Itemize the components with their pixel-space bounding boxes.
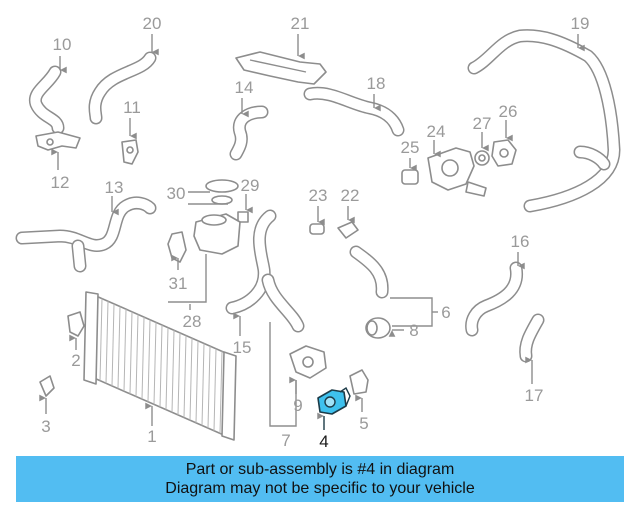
callout-14: 14 bbox=[235, 78, 254, 97]
radiator-fin bbox=[201, 343, 205, 426]
part-1-radiator bbox=[83, 291, 237, 441]
radiator-fin bbox=[171, 330, 175, 413]
radiator-fin bbox=[129, 311, 133, 394]
callout-17: 17 bbox=[525, 386, 544, 405]
callout-8: 8 bbox=[409, 321, 418, 340]
part-12-bracket bbox=[35, 131, 81, 151]
part-27-ring bbox=[474, 150, 490, 166]
part-26-flange bbox=[491, 139, 517, 167]
callout-29: 29 bbox=[241, 176, 260, 195]
parts-diagram: 10 20 11 12 21 14 18 19 24 25 27 26 13 3… bbox=[15, 14, 621, 451]
part-30-cap bbox=[205, 179, 239, 205]
radiator-fin bbox=[111, 303, 115, 386]
radiator-fins bbox=[99, 298, 223, 434]
callout-28: 28 bbox=[183, 312, 202, 331]
part-9-flange bbox=[289, 345, 327, 379]
callout-24: 24 bbox=[427, 122, 446, 141]
part-29-sensor bbox=[237, 211, 249, 223]
callout-12: 12 bbox=[51, 173, 70, 192]
callout-25: 25 bbox=[401, 138, 420, 157]
callout-16: 16 bbox=[511, 232, 530, 251]
callout-labels: 10 20 11 12 21 14 18 19 24 25 27 26 13 3… bbox=[41, 14, 589, 451]
radiator-fin bbox=[159, 324, 163, 408]
radiator-fin bbox=[147, 319, 151, 402]
part-23-plug bbox=[309, 223, 325, 235]
expansion-tank bbox=[193, 213, 241, 255]
callout-2: 2 bbox=[71, 351, 80, 370]
radiator-fin bbox=[177, 332, 181, 415]
callout-26: 26 bbox=[499, 102, 518, 121]
radiator-fin bbox=[153, 322, 157, 405]
radiator-fin bbox=[165, 327, 169, 410]
radiator-fin bbox=[123, 309, 127, 392]
part-5-sensor bbox=[349, 369, 369, 395]
part-24-housing bbox=[427, 147, 487, 197]
part-20-hose bbox=[88, 51, 157, 125]
callout-20: 20 bbox=[143, 14, 162, 33]
callout-27: 27 bbox=[473, 114, 492, 133]
callout-18: 18 bbox=[367, 74, 386, 93]
radiator-fin bbox=[207, 346, 211, 429]
info-banner: Part or sub-assembly is #4 in diagram Di… bbox=[16, 456, 624, 502]
part-4-highlighted[interactable] bbox=[317, 386, 351, 415]
callout-7: 7 bbox=[281, 431, 290, 450]
callout-23: 23 bbox=[309, 186, 328, 205]
part-17-hose bbox=[519, 313, 545, 363]
radiator-fin bbox=[213, 348, 217, 431]
part-18-hose bbox=[303, 86, 405, 137]
radiator-fin bbox=[99, 298, 103, 381]
radiator-fin bbox=[219, 351, 223, 434]
radiator-fin bbox=[195, 340, 199, 423]
part-14-hose bbox=[229, 105, 269, 161]
callout-15: 15 bbox=[233, 338, 252, 357]
radiator-fin bbox=[141, 317, 145, 400]
callout-19: 19 bbox=[571, 14, 590, 33]
callout-13: 13 bbox=[105, 178, 124, 197]
part-8-connector bbox=[365, 317, 391, 339]
part-13-pipe bbox=[15, 196, 157, 273]
part-16-hose bbox=[465, 261, 524, 337]
part-15-hose bbox=[225, 209, 305, 333]
leader-lines bbox=[39, 34, 585, 430]
callout-1: 1 bbox=[147, 427, 156, 446]
callout-22: 22 bbox=[341, 186, 360, 205]
banner-disclaimer-line: Diagram may not be specific to your vehi… bbox=[165, 480, 475, 497]
part-2-bracket bbox=[67, 311, 85, 337]
part-3-mount bbox=[39, 375, 55, 397]
radiator-fin bbox=[183, 335, 187, 418]
callout-21: 21 bbox=[291, 14, 310, 33]
callout-4: 4 bbox=[319, 432, 328, 451]
callout-30: 30 bbox=[167, 184, 186, 203]
part-11-sensor bbox=[121, 139, 139, 165]
part-31-hose bbox=[167, 231, 187, 263]
part-6-hose bbox=[349, 245, 389, 299]
radiator-fin bbox=[135, 314, 139, 397]
radiator-fin bbox=[189, 338, 193, 421]
callout-11: 11 bbox=[123, 98, 141, 117]
callout-3: 3 bbox=[41, 417, 50, 436]
part-10-hose bbox=[28, 65, 65, 135]
radiator-fin bbox=[117, 306, 121, 389]
part-25-gasket bbox=[401, 169, 419, 185]
part-21-pipe bbox=[235, 51, 327, 85]
callout-31: 31 bbox=[169, 274, 188, 293]
callout-10: 10 bbox=[53, 35, 72, 54]
radiator-fin bbox=[105, 301, 109, 384]
part-19-hose bbox=[467, 29, 621, 213]
callout-9: 9 bbox=[293, 396, 302, 415]
callout-6: 6 bbox=[441, 303, 450, 322]
part-22-clip bbox=[337, 221, 359, 239]
callout-5: 5 bbox=[359, 414, 368, 433]
banner-part-line: Part or sub-assembly is #4 in diagram bbox=[185, 461, 455, 478]
